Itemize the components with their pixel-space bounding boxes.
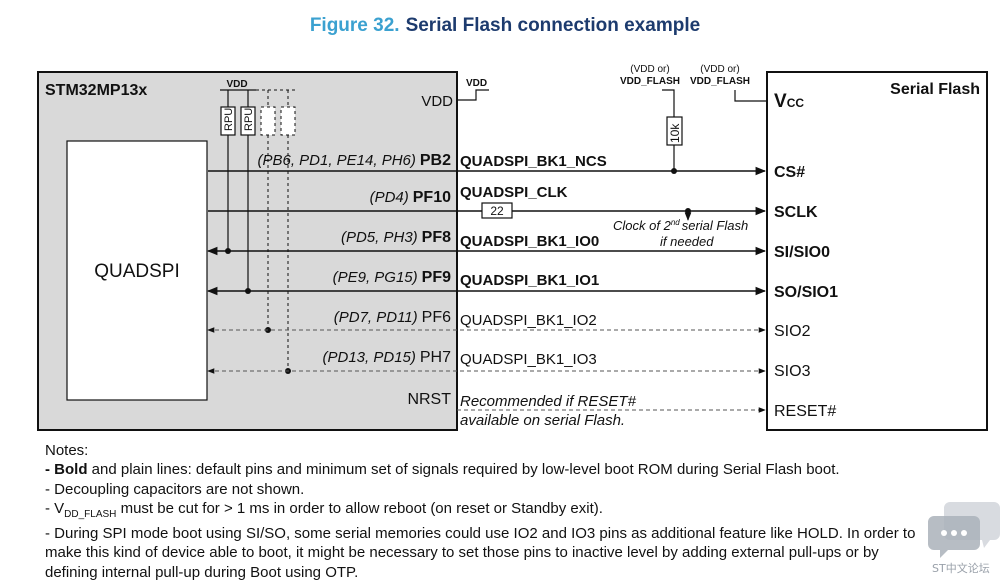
nrst-note-line1: Recommended if RESET# <box>460 393 637 410</box>
signal-io1: QUADSPI_BK1_IO1 <box>460 272 599 289</box>
forum-watermark: ST中文论坛 <box>928 498 1002 582</box>
notes-heading: Notes: <box>45 442 89 459</box>
figure-number: Figure 32. <box>310 15 400 36</box>
mcu-vdd-label: VDD <box>421 93 453 110</box>
notes-line-4: - During SPI mode boot using SI/SO, some… <box>45 525 916 543</box>
flash-pin-cs: CS# <box>774 164 805 181</box>
mcu-vdd-wire <box>457 89 489 101</box>
resistor-22-label: 22 <box>490 204 504 218</box>
flash-pin-sio3: SIO3 <box>774 363 811 380</box>
pin-label-nrst: NRST <box>407 391 451 408</box>
flash-vcc-wire <box>734 90 767 102</box>
signal-clk: QUADSPI_CLK <box>460 184 568 201</box>
serial-flash-box <box>766 71 988 431</box>
pin-label-pf10: (PD4)PF10 <box>370 189 452 206</box>
flash-pin-reset: RESET# <box>774 403 836 420</box>
notes-line-5: make this kind of device able to boot, i… <box>45 544 879 562</box>
rpu-label-2: RPU <box>243 108 255 131</box>
signal-io3: QUADSPI_BK1_IO3 <box>460 351 597 368</box>
signal-io2: QUADSPI_BK1_IO2 <box>460 312 597 329</box>
signal-ncs: QUADSPI_BK1_NCS <box>460 153 607 170</box>
flash-pin-sio0: SI/SIO0 <box>774 244 830 261</box>
flash-pin-sclk: SCLK <box>774 204 818 221</box>
vdd-or-label-1: (VDD or) <box>630 64 669 75</box>
figure-title-text: Serial Flash connection example <box>406 15 701 36</box>
mcu-name: STM32MP13x <box>45 82 147 99</box>
pullup-vdd-label: VDD <box>226 79 247 90</box>
pullup-resistor-3 <box>260 106 276 136</box>
pin-label-pf6: (PD7, PD11)PF6 <box>334 309 451 326</box>
notes-section: Notes: - Bold and plain lines: default p… <box>45 441 995 582</box>
notes-line-3: - VDD_FLASH must be cut for > 1 ms in or… <box>45 499 603 520</box>
flash-vcc-label: VCC <box>774 91 804 112</box>
vdd-or-label-2: (VDD or) <box>700 64 739 75</box>
flash-pin-sio2: SIO2 <box>774 323 811 340</box>
notes-line-1: - Bold and plain lines: default pins and… <box>45 461 840 479</box>
vdd-supply-label: VDD <box>466 78 487 89</box>
pin-label-pb2: (PB6, PD1, PE14, PH6)PB2 <box>257 152 451 169</box>
pin-label-pf8: (PD5, PH3)PF8 <box>341 229 451 246</box>
flash-pin-sio1: SO/SIO1 <box>774 284 838 301</box>
notes-line-2: - Decoupling capacitors are not shown. <box>45 480 305 498</box>
quadspi-block <box>66 140 208 401</box>
vdd-flash-label-1: VDD_FLASH <box>620 76 680 87</box>
rpu-label-1: RPU <box>223 108 235 131</box>
chat-bubbles-icon <box>928 502 1000 558</box>
clock-note-2: if needed <box>660 234 714 249</box>
pullup-resistor-4 <box>280 106 296 136</box>
serial-flash-name: Serial Flash <box>890 81 980 98</box>
vdd-flash-label-2: VDD_FLASH <box>690 76 750 87</box>
nrst-note-line2: available on serial Flash. <box>460 412 625 429</box>
pullup-10k-wire-top <box>662 89 675 117</box>
watermark-text: ST中文论坛 <box>932 562 990 575</box>
resistor-10k-label: 10k <box>668 123 682 143</box>
quadspi-label: QUADSPI <box>94 261 180 282</box>
pin-label-ph7: (PD13, PD15)PH7 <box>323 349 452 366</box>
figure-title: Figure 32. Serial Flash connection exampl… <box>310 15 700 36</box>
notes-line-6: defining internal pull-up during Boot us… <box>45 563 359 581</box>
signal-io0: QUADSPI_BK1_IO0 <box>460 233 599 250</box>
pin-label-pf9: (PE9, PG15)PF9 <box>333 269 451 286</box>
